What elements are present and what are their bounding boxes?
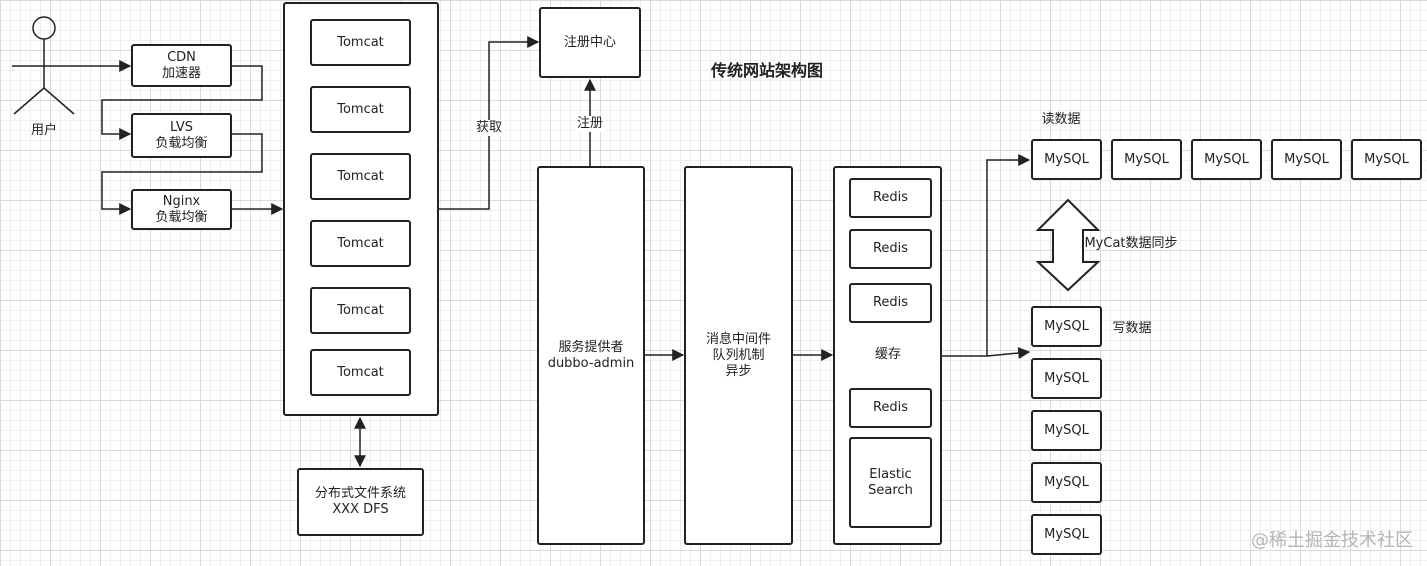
arrow-cache-to-read — [941, 154, 1031, 357]
lvs-box: LVS 负载均衡 — [131, 113, 232, 158]
nginx-line2: 负载均衡 — [155, 209, 208, 225]
dfs-line1: 分布式文件系统 — [314, 486, 406, 501]
redis-box: Redis — [849, 178, 932, 218]
read-mysql-box: MySQL — [1031, 139, 1102, 180]
sync-double-arrow — [1035, 198, 1101, 292]
provider-line1: 服务提供者 — [558, 339, 624, 355]
read-mysql-box: MySQL — [1271, 139, 1342, 180]
lvs-line1: LVS — [170, 119, 193, 135]
read-label: 读数据 — [1041, 112, 1081, 127]
read-mysql-box: MySQL — [1111, 139, 1182, 180]
redis-box: Redis — [849, 229, 932, 269]
cdn-box: CDN 加速器 — [131, 44, 232, 87]
read-mysql-box: MySQL — [1191, 139, 1262, 180]
read-mysql-box: MySQL — [1351, 139, 1422, 180]
mq-line3: 异步 — [725, 363, 752, 379]
tomcat-cluster — [283, 2, 439, 416]
diagram-title: 传统网站架构图 — [710, 61, 824, 80]
register-label: 注册 — [574, 116, 606, 132]
es-line1: Elastic — [869, 466, 912, 482]
provider-box: 服务提供者 dubbo-admin — [537, 166, 645, 545]
watermark: @稀土掘金技术社区 — [1251, 530, 1413, 551]
write-label: 写数据 — [1112, 321, 1152, 336]
tomcat-box: Tomcat — [310, 287, 411, 334]
cdn-line1: CDN — [167, 49, 196, 65]
tomcat-box: Tomcat — [310, 19, 411, 66]
sync-label: MyCat数据同步 — [1084, 236, 1178, 251]
lvs-line2: 负载均衡 — [155, 135, 208, 151]
cdn-line2: 加速器 — [161, 65, 201, 81]
arrow-cdn-to-lvs — [101, 65, 263, 140]
dfs-line2: XXX DFS — [332, 502, 389, 517]
arrow-cache-to-write — [986, 347, 1031, 359]
redis-box: Redis — [849, 388, 932, 428]
write-mysql-box: MySQL — [1031, 514, 1102, 555]
mq-line2: 队列机制 — [712, 347, 765, 363]
cache-label: 缓存 — [874, 347, 902, 362]
write-mysql-box: MySQL — [1031, 358, 1102, 399]
tomcat-box: Tomcat — [310, 349, 411, 396]
write-mysql-box: MySQL — [1031, 462, 1102, 503]
elasticsearch-box: Elastic Search — [849, 437, 932, 528]
write-mysql-box: MySQL — [1031, 306, 1102, 347]
nginx-line1: Nginx — [162, 193, 201, 209]
tomcat-box: Tomcat — [310, 220, 411, 267]
nginx-box: Nginx 负载均衡 — [131, 189, 232, 230]
user-label: 用户 — [30, 123, 58, 138]
dfs-box: 分布式文件系统 XXX DFS — [297, 468, 424, 536]
mq-box: 消息中间件 队列机制 异步 — [684, 166, 793, 545]
tomcat-box: Tomcat — [310, 153, 411, 200]
write-mysql-box: MySQL — [1031, 410, 1102, 451]
redis-box: Redis — [849, 283, 932, 323]
tomcat-box: Tomcat — [310, 86, 411, 133]
fetch-label: 获取 — [473, 120, 505, 136]
provider-line2: dubbo-admin — [547, 355, 635, 371]
registry-box: 注册中心 — [539, 7, 641, 78]
es-line2: Search — [868, 482, 913, 498]
user-figure-icon — [12, 16, 78, 115]
mq-line1: 消息中间件 — [705, 331, 771, 347]
arrow-lvs-to-nginx — [101, 133, 263, 215]
